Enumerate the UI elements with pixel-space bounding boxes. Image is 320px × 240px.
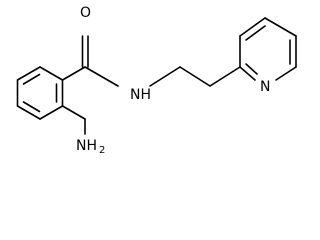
ch2-to-pyridine-bond [209,66,241,87]
amino-subscript: 2 [99,145,105,156]
pyridine-ring [239,17,297,81]
pyridine-double-bond [245,63,258,75]
carbonyl-oxygen-label: O [80,5,91,21]
benzene-bond [16,66,41,81]
benzene-bond [16,105,41,120]
pyridine-bond [275,66,297,81]
amino-substituent [61,105,86,135]
benzene-double-bond [22,73,41,85]
nitrogen-to-ch2-bond [149,66,181,87]
ring-to-carbonyl-bond [61,66,86,81]
pyridine-bond [239,66,256,81]
benzene-bond [39,105,64,120]
pyridine-bond [264,17,297,37]
benzene-bond [39,66,64,81]
pyridine-bond [239,17,266,37]
benzene-ring [16,66,64,120]
amide-nitrogen-label: NH [130,87,151,103]
ring-to-amino-bond [61,105,86,120]
ethylene-linker [149,66,241,87]
pyridine-nitrogen-label: N [260,79,270,95]
amino-symbol: NH [76,138,97,154]
ch2-ch2-bond [179,66,211,87]
pyridine-double-bond [245,25,266,41]
amide-group [61,35,119,87]
carbonyl-to-nitrogen-bond [84,66,119,87]
chemical-structure-diagram: O NH N NH 2 [16,5,297,156]
benzene-double-bond [22,101,41,113]
amino-group-label: NH 2 [76,138,105,156]
